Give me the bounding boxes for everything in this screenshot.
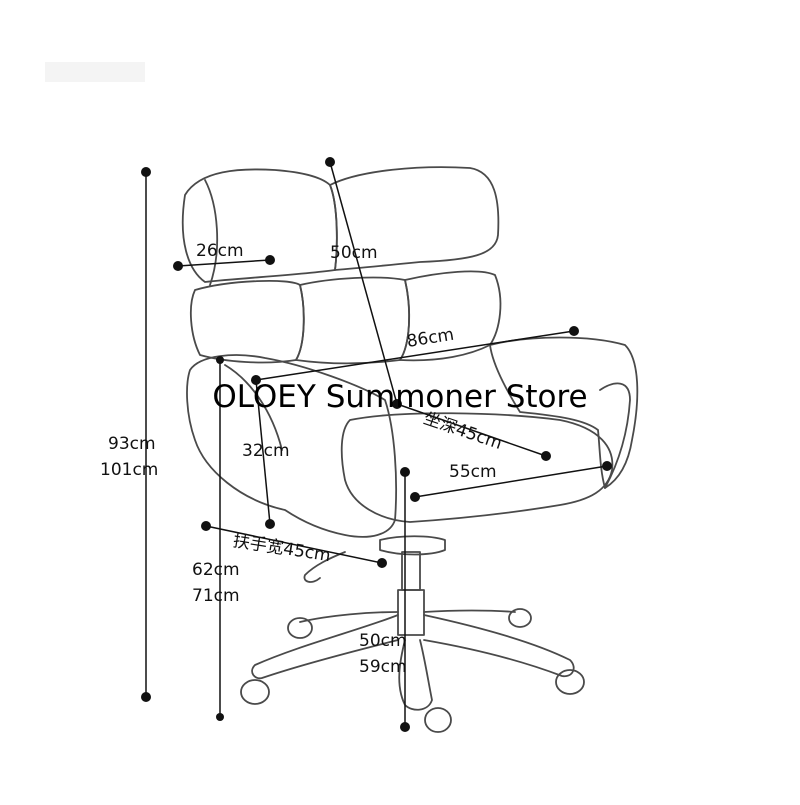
headrest-width-label: 26cm — [196, 241, 244, 261]
caster-back-left — [287, 617, 313, 639]
backrest-upper-left-cushion — [181, 168, 338, 283]
endpoint-dot — [325, 157, 335, 167]
seat-depth-line — [396, 403, 547, 457]
base-leg-front-left — [398, 639, 433, 711]
dimension-lines — [145, 161, 608, 727]
base-leg-back-left — [299, 611, 399, 623]
seat-width-line — [414, 465, 608, 498]
endpoint-dot — [602, 461, 612, 471]
left-armrest-inner — [224, 364, 283, 451]
armrest-floor-min-label: 62cm — [192, 560, 240, 580]
caster-right — [555, 669, 585, 695]
backrest-width-label: 50cm — [330, 243, 378, 263]
overall-width-line — [255, 330, 575, 381]
seat-height-min-label: 50cm — [359, 631, 407, 651]
height-lever — [303, 551, 346, 583]
endpoint-dot — [141, 167, 151, 177]
endpoint-dot — [392, 399, 402, 409]
seat-height-max-label: 59cm — [359, 657, 407, 677]
endpoint-dot — [216, 356, 224, 364]
dimension-endpoints — [141, 157, 612, 732]
armrest-width-line — [205, 525, 383, 564]
right-armrest — [489, 336, 639, 489]
seat-cushion — [340, 412, 614, 523]
endpoint-dot — [265, 519, 275, 529]
total-height-min-label: 93cm — [108, 434, 156, 454]
headrest-width-line — [177, 259, 271, 267]
endpoint-dot — [141, 692, 151, 702]
gas-cylinder-lower — [397, 589, 425, 636]
armrest-floor-max-label: 71cm — [192, 586, 240, 606]
armrest-height-label: 32cm — [242, 441, 290, 461]
endpoint-dot — [265, 255, 275, 265]
endpoint-dot — [400, 467, 410, 477]
store-watermark: OLOEY Summoner Store — [212, 379, 588, 415]
caster-front — [424, 707, 452, 733]
endpoint-dot — [410, 492, 420, 502]
backrest-width-line — [329, 161, 398, 405]
faint-logo — [45, 62, 145, 82]
base-leg-right — [423, 614, 575, 678]
chair-outline — [181, 166, 639, 733]
endpoint-dot — [201, 521, 211, 531]
base-leg-back-right — [423, 609, 516, 613]
right-armrest-front — [599, 382, 631, 489]
base-leg-left — [251, 614, 399, 680]
seat-width-label: 55cm — [449, 462, 497, 482]
backrest-upper-right-cushion — [329, 166, 500, 271]
endpoint-dot — [251, 375, 261, 385]
endpoint-dot — [541, 451, 551, 461]
endpoint-dot — [216, 713, 224, 721]
total-height-max-label: 101cm — [100, 460, 159, 480]
backrest-lower-left-cushion — [190, 279, 305, 364]
endpoint-dot — [173, 261, 183, 271]
armrest-height-line — [255, 379, 271, 525]
endpoint-dot — [400, 722, 410, 732]
left-armrest — [186, 354, 398, 538]
seat-base — [379, 535, 446, 556]
endpoint-dot — [569, 326, 579, 336]
caster-left — [240, 679, 270, 705]
backrest-lower-mid-cushion — [295, 276, 411, 365]
endpoint-dot — [377, 558, 387, 568]
caster-back-right — [508, 608, 532, 628]
headrest-band — [204, 179, 219, 286]
